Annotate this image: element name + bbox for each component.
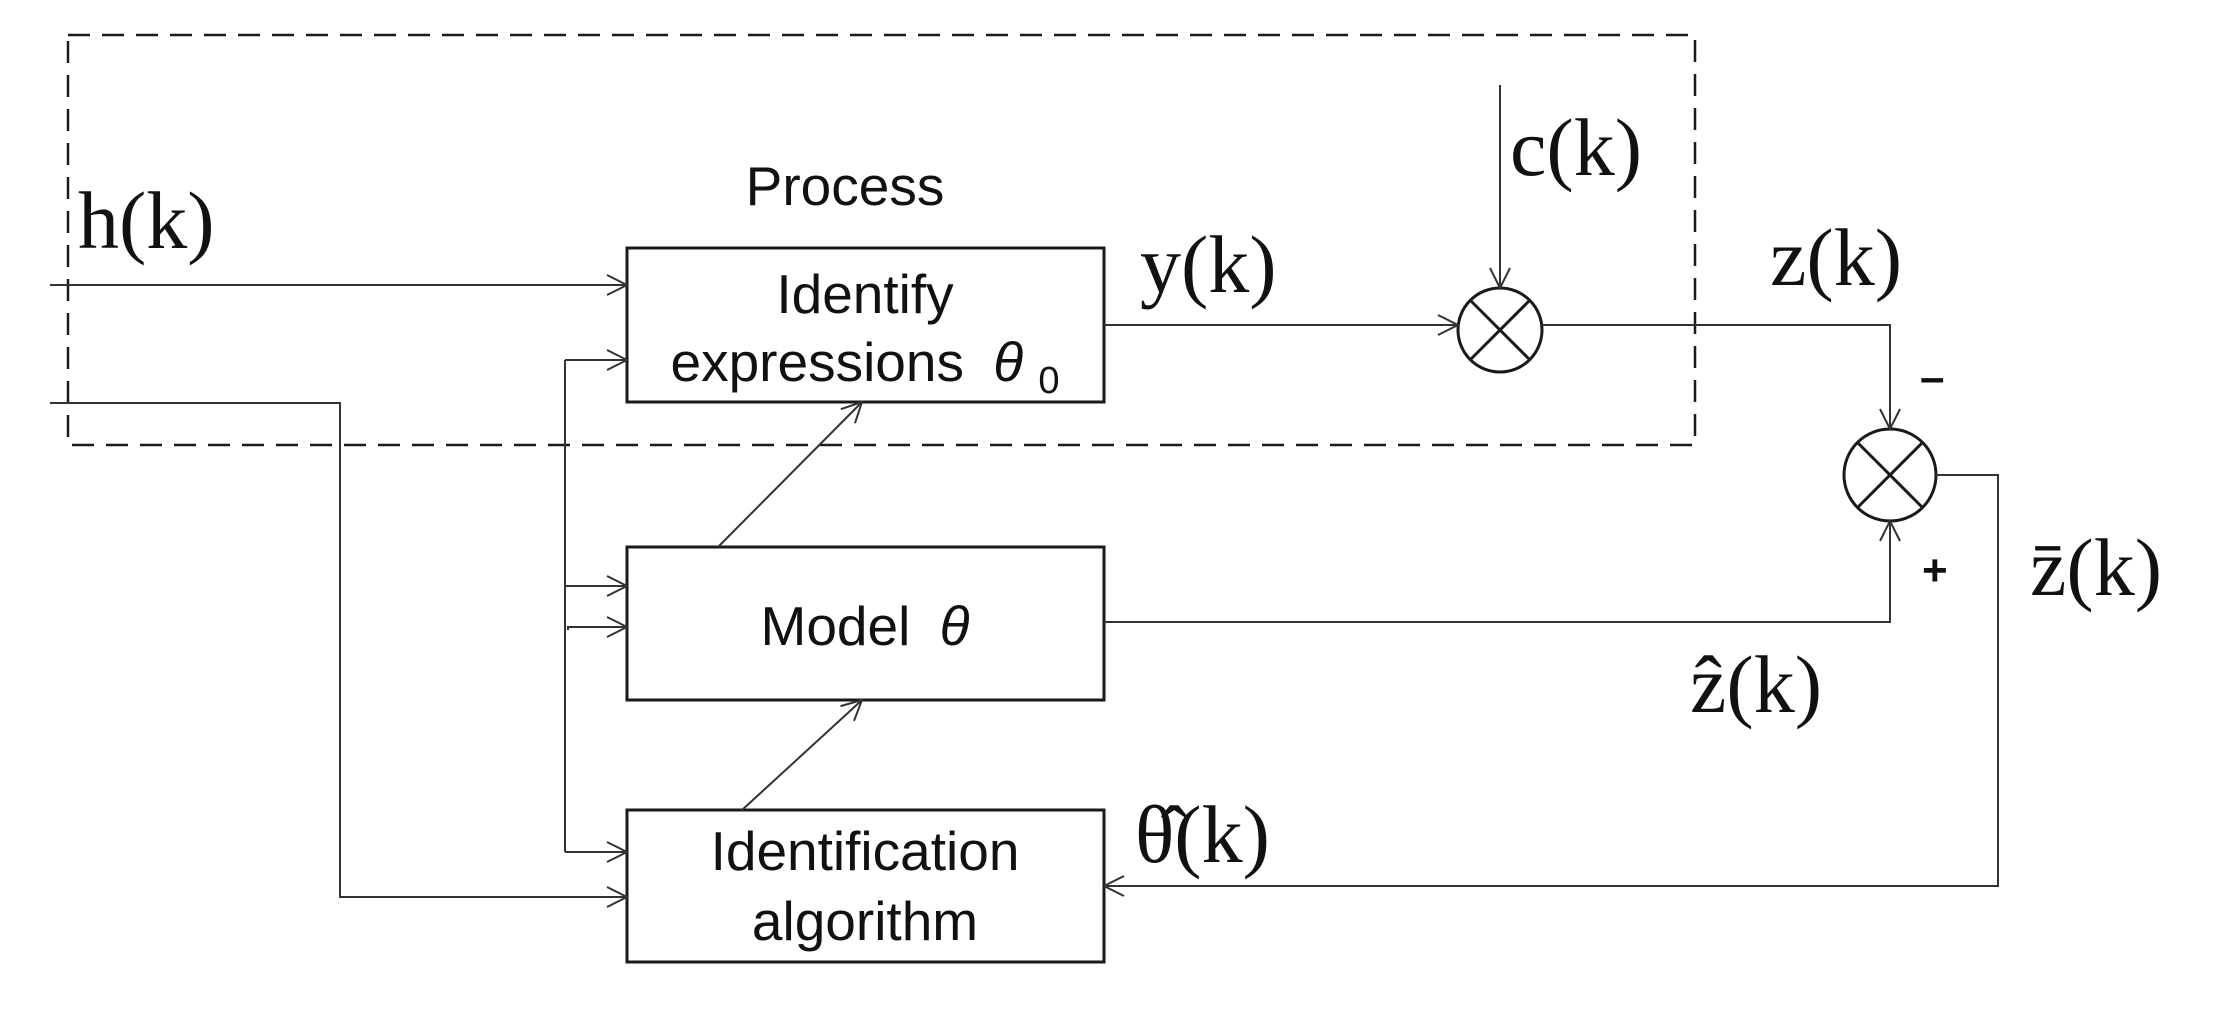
identify-line1: Identify — [776, 263, 954, 325]
model-text-group: Model θ — [761, 595, 970, 657]
z-output-wire — [1542, 324, 1890, 429]
error-feedback-wire — [1104, 474, 1999, 886]
plus-sign-label: + — [1922, 546, 1948, 595]
signal-theta-hat-label: θ̂(k) — [1135, 789, 1270, 880]
identify-line2: expressions — [670, 331, 963, 393]
z-hat-wire — [1104, 521, 1890, 623]
identify-theta-symbol: θ — [993, 331, 1023, 393]
second-input-wire — [50, 402, 627, 897]
model-lower-branch-wire — [567, 627, 627, 630]
process-label: Process — [746, 155, 945, 217]
identification-algorithm-block: Identification algorithm — [625, 808, 1106, 964]
noise-summing-junction — [1456, 286, 1544, 374]
model-label: Model — [761, 595, 911, 657]
model-theta-symbol: θ — [940, 595, 970, 657]
theta-hat-to-model-wire — [741, 700, 862, 811]
model-block: Model θ — [625, 545, 1106, 702]
identify-line2-group: expressions θ 0 — [670, 331, 1059, 402]
signal-z-label: z(k) — [1770, 212, 1902, 303]
model-to-process-wire — [717, 402, 862, 548]
error-summing-junction — [1842, 427, 1938, 523]
signal-z-bar-label: z̄(k) — [2030, 522, 2162, 613]
signal-y-label: y(k) — [1140, 219, 1277, 310]
signal-h-label: h(k) — [78, 175, 215, 266]
identify-theta-subscript: 0 — [1038, 360, 1059, 402]
algorithm-line2: algorithm — [752, 890, 978, 952]
signal-c-label: c(k) — [1510, 102, 1642, 193]
signal-z-hat-label: ẑ(k) — [1690, 639, 1822, 730]
minus-sign-label: – — [1920, 353, 1944, 402]
identify-expressions-block: Identify expressions θ 0 — [625, 246, 1106, 404]
algorithm-line1: Identification — [711, 820, 1020, 882]
